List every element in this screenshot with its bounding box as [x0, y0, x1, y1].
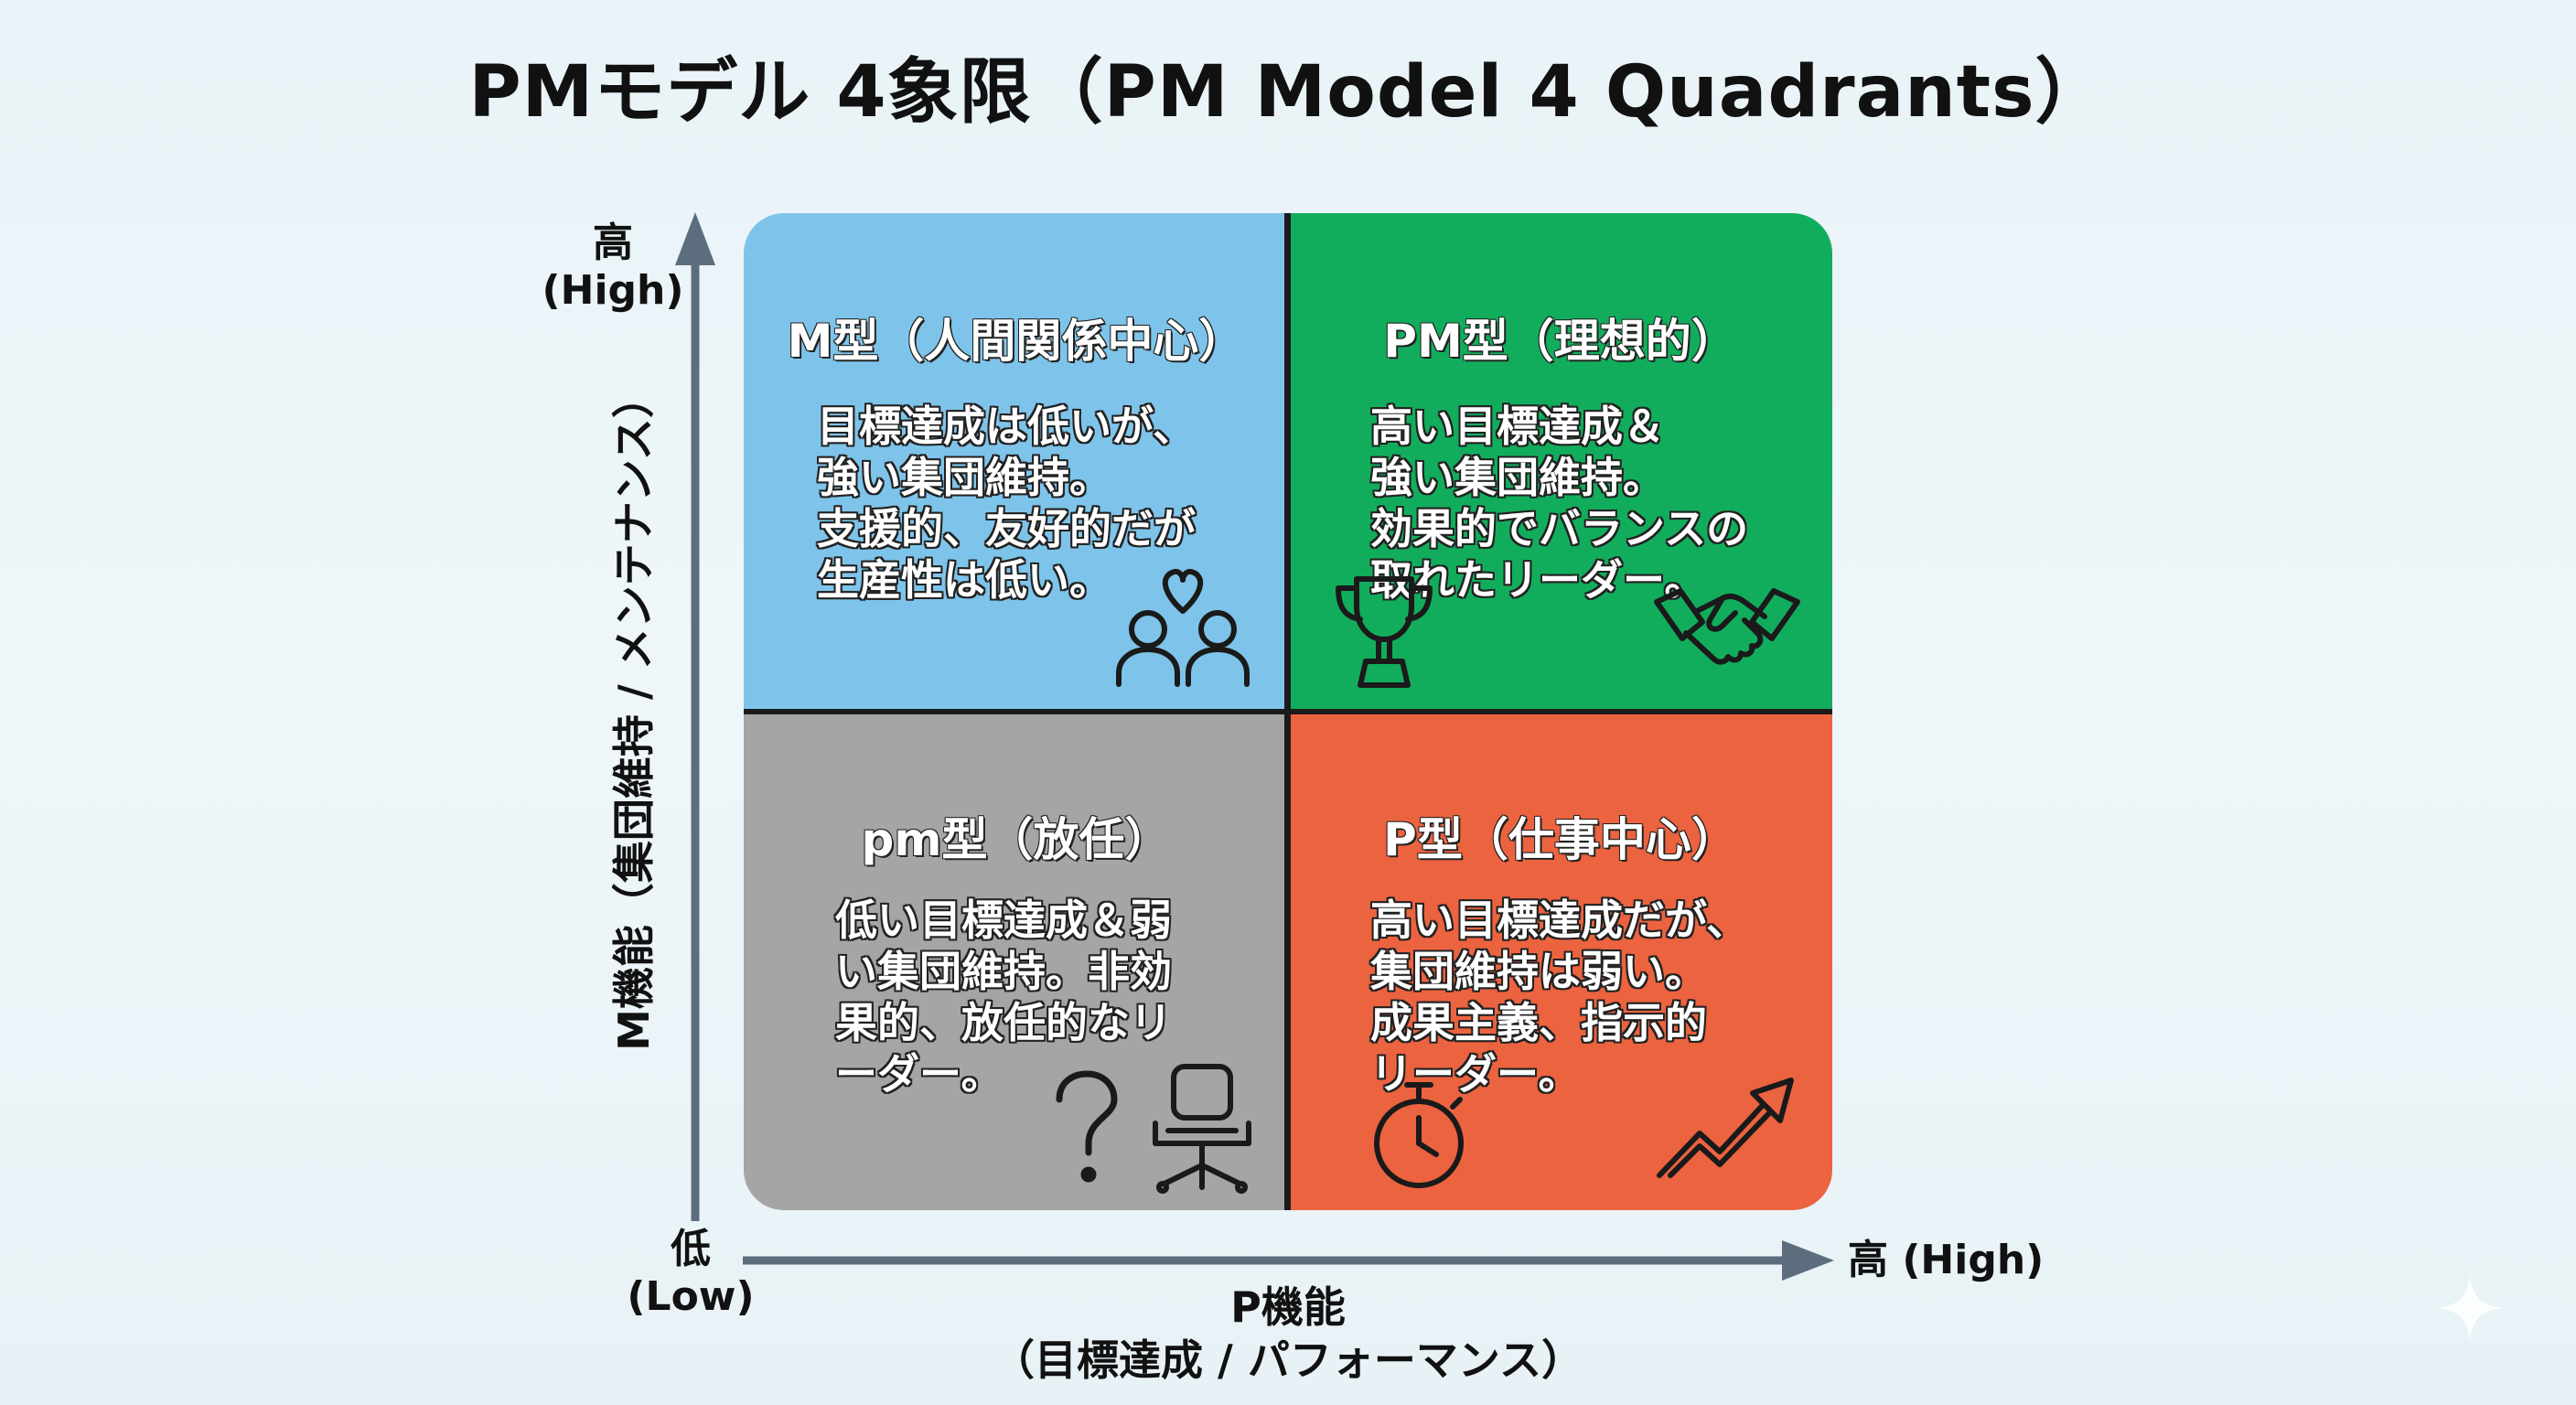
quadrant-grid: M型（人間関係中心） 目標達成は低いが、 強い集団維持。 支援的、友好的だが 生… — [744, 213, 1832, 1210]
x-axis-high-label: 高 (High) — [1848, 1237, 2045, 1283]
origin-low-en: (Low) — [627, 1273, 755, 1320]
quadrant-p-line: 集団維持は弱い。 — [1370, 947, 1707, 996]
x-axis-title: P機能 （目標達成 / パフォーマンス） — [0, 1281, 2576, 1387]
quadrant-p-description: 高い目標達成だが、 集団維持は弱い。 成果主義、指示的 リーダー。 — [1370, 895, 1791, 1099]
y-axis-title: M機能（集団維持 / メンテナンス） — [609, 376, 659, 1051]
trend-arrow-icon — [1657, 1078, 1794, 1178]
x-axis-arrowhead — [1782, 1240, 1834, 1281]
quadrant-m-line: 強い集団維持。 — [817, 453, 1111, 502]
y-axis-high-label: 高 (High) — [540, 220, 686, 315]
quadrant-m-line: 目標達成は低いが、 — [817, 402, 1196, 451]
stopwatch-icon — [1374, 1082, 1464, 1188]
quadrant-pm-line: 高い目標達成＆ — [1370, 402, 1665, 451]
quadrant-p-title: P型（仕事中心） — [1382, 812, 1737, 867]
quadrant-pm-description: 高い目標達成＆ 強い集団維持。 効果的でバランスの 取れたリーダー。 — [1370, 401, 1791, 606]
quadrant-low-title: pm型（放任） — [861, 812, 1171, 867]
y-axis-high-jp: 高 — [593, 220, 633, 266]
quadrant-p-line: リーダー。 — [1370, 1049, 1581, 1099]
origin-low-jp: 低 — [671, 1226, 711, 1272]
quadrant-m-title: M型（人間関係中心） — [787, 314, 1245, 369]
quadrant-m-description: 目標達成は低いが、 強い集団維持。 支援的、友好的だが 生産性は低い。 — [817, 401, 1238, 606]
x-axis-title-line1: P機能 — [1230, 1282, 1346, 1332]
quadrant-low-type: pm型（放任） 低い目標達成＆弱 い集団維持。非効 果的、放任的なリ ーダー。 — [744, 712, 1288, 1210]
quadrant-low-line: い集団維持。非効 — [835, 947, 1172, 996]
quadrant-low-line: 果的、放任的なリ — [835, 998, 1172, 1047]
sparkle-icon — [2437, 1275, 2503, 1341]
horizontal-divider — [744, 709, 1832, 714]
quadrant-p-line: 成果主義、指示的 — [1370, 998, 1707, 1047]
trophy-icon — [1336, 576, 1433, 688]
quadrant-m-line: 生産性は低い。 — [817, 555, 1111, 605]
x-axis-title-line2: （目標達成 / パフォーマンス） — [993, 1335, 1583, 1385]
quadrant-m-line: 支援的、友好的だが — [817, 504, 1196, 553]
quadrant-low-line: ーダー。 — [835, 1049, 1004, 1099]
handshake-icon — [1654, 588, 1800, 665]
people-heart-icon — [1116, 569, 1250, 687]
y-axis-arrowhead — [675, 212, 715, 265]
quadrant-pm-line: 強い集団維持。 — [1370, 453, 1665, 502]
quadrant-m-type: M型（人間関係中心） 目標達成は低いが、 強い集団維持。 支援的、友好的だが 生… — [744, 213, 1288, 712]
quadrant-pm-title: PM型（理想的） — [1383, 314, 1738, 369]
y-axis-high-en: (High) — [542, 267, 684, 314]
quadrant-pm-line: 取れたリーダー。 — [1370, 555, 1707, 605]
quadrant-low-description: 低い目標達成＆弱 い集団維持。非効 果的、放任的なリ ーダー。 — [835, 895, 1219, 1099]
quadrant-pm-type: PM型（理想的） 高い目標達成＆ 強い集団維持。 効果的でバランスの 取れたリー… — [1288, 213, 1832, 712]
quadrant-p-type: P型（仕事中心） 高い目標達成だが、 集団維持は弱い。 成果主義、指示的 リーダ… — [1288, 712, 1832, 1210]
quadrant-pm-line: 効果的でバランスの — [1370, 504, 1749, 553]
quadrant-p-line: 高い目標達成だが、 — [1370, 896, 1749, 945]
office-chair-icon — [1153, 1064, 1251, 1194]
question-mark-icon — [1056, 1070, 1118, 1183]
quadrant-low-line: 低い目標達成＆弱 — [835, 896, 1172, 945]
page-title: PMモデル 4象限（PM Model 4 Quadrants） — [468, 51, 2108, 134]
origin-low-label: 低 (Low) — [613, 1226, 768, 1321]
